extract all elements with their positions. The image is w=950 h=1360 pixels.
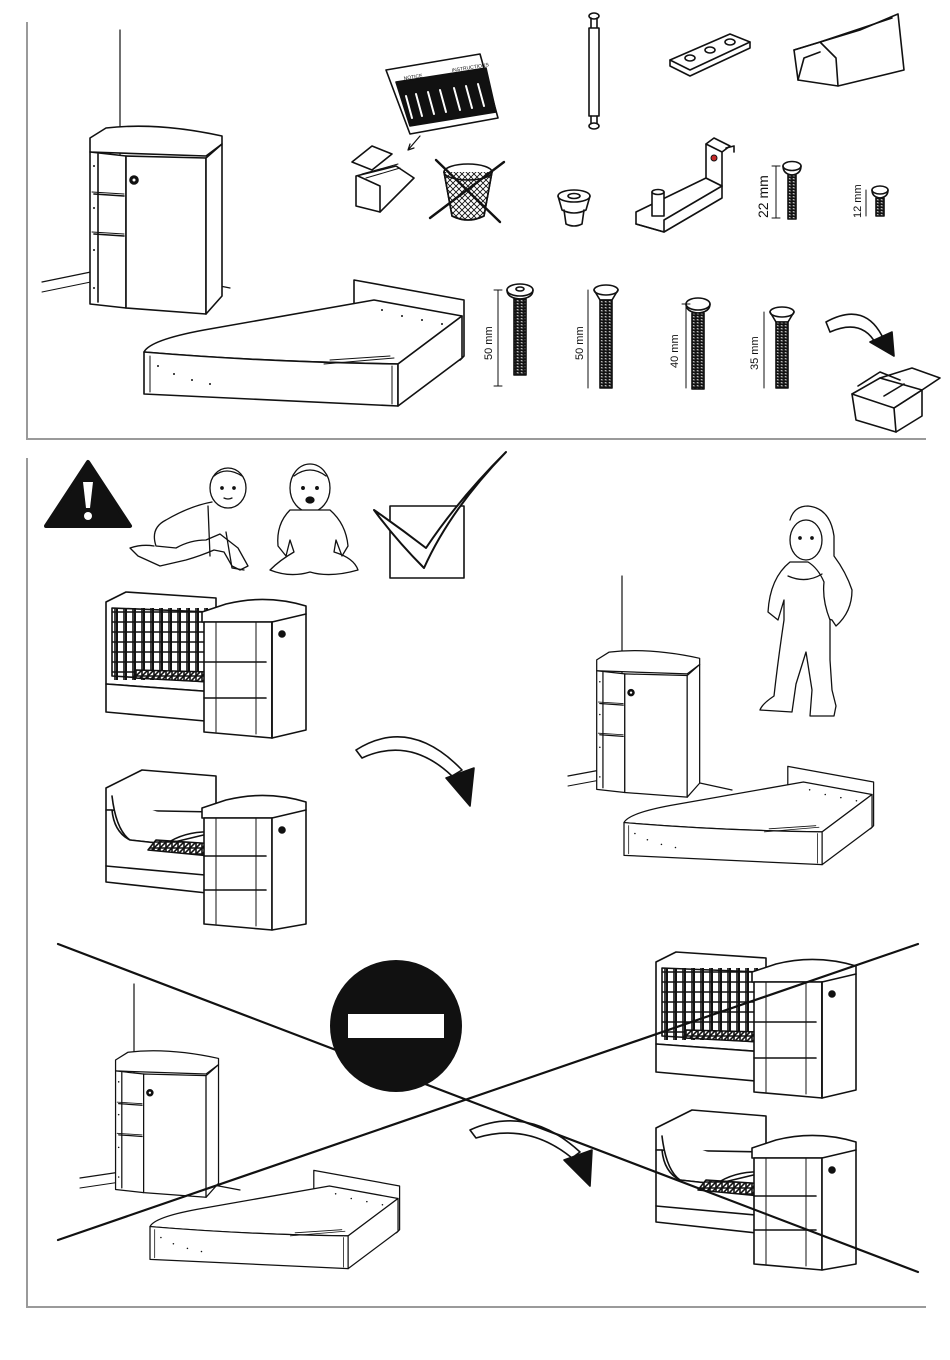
wardrobe-forbidden	[116, 1051, 219, 1197]
screw-50mm-a-label: 50 mm	[483, 326, 495, 360]
approved-check-icon	[374, 452, 506, 578]
curved-arrow-icon	[826, 314, 894, 356]
corner-profile-icon	[794, 14, 904, 86]
screw-22mm-label: 22 mm	[755, 175, 771, 218]
screw-40mm-label: 40 mm	[669, 334, 681, 368]
toolbox-icon	[852, 368, 940, 432]
junior-bed-with-shelves	[106, 770, 306, 930]
standing-child-icon	[760, 506, 852, 716]
screw-35mm-icon	[764, 307, 794, 388]
no-bin-icon	[430, 160, 504, 222]
crawling-baby-icon	[130, 468, 248, 570]
junior-forbidden	[656, 1110, 856, 1270]
bracket-icon	[636, 138, 734, 232]
screw-50mm-b-label: 50 mm	[574, 326, 586, 360]
screw-50mm-a-icon	[494, 284, 533, 386]
instruction-sheet: NOTICE INSTRUCTIONS	[386, 54, 498, 134]
allowed-arrow-icon	[356, 737, 474, 806]
sitting-baby-icon	[270, 464, 358, 575]
wardrobe-small	[597, 651, 700, 797]
screw-50mm-b-icon	[588, 285, 618, 388]
cam-cap-icon	[558, 190, 590, 226]
screw-12mm-icon	[866, 186, 888, 216]
screw-35mm-label: 35 mm	[749, 336, 761, 370]
dowel-icon	[589, 13, 599, 129]
cot-with-shelves	[106, 592, 306, 738]
screw-12mm-label: 12 mm	[852, 184, 864, 218]
forbidden-arrow-icon	[470, 1121, 592, 1186]
connector-plate-icon	[670, 34, 750, 76]
warning-icon	[46, 462, 130, 526]
store-arrow-icon	[408, 136, 420, 150]
screw-22mm-icon	[772, 162, 801, 220]
no-entry-icon	[330, 960, 462, 1092]
screw-40mm-icon	[682, 298, 710, 389]
wardrobe	[90, 126, 222, 314]
document-box-icon	[352, 146, 414, 212]
